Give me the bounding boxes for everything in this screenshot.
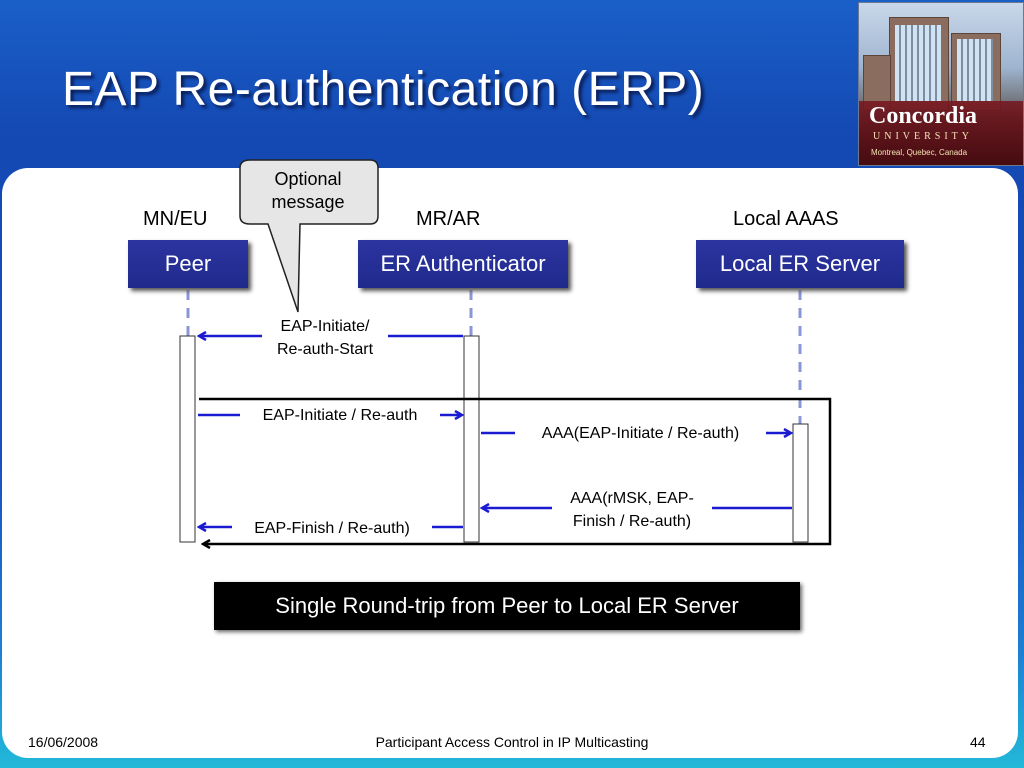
footer-date: 16/06/2008 — [28, 734, 99, 750]
message-initiate-reauth: EAP-Initiate / Re-auth — [240, 406, 440, 426]
message-finish: EAP-Finish / Re-auth) — [232, 519, 432, 539]
peer-activation — [179, 335, 196, 543]
message-aaa-rmsk-line1: AAA(rMSK, EAP- — [552, 489, 712, 509]
summary-banner: Single Round-trip from Peer to Local ER … — [214, 582, 800, 630]
authenticator-box: ER Authenticator — [358, 240, 568, 288]
footer-title: Participant Access Control in IP Multica… — [375, 734, 649, 750]
footer-page-number: 44 — [970, 734, 986, 750]
logo-name: Concordia — [869, 103, 977, 129]
slide-title: EAP Re-authentication (ERP) — [62, 63, 705, 116]
logo-city: Montreal, Quebec, Canada — [871, 148, 968, 157]
lane-label-peer: MN/EU — [143, 208, 208, 230]
peer-box: Peer — [128, 240, 248, 288]
server-box: Local ER Server — [696, 240, 904, 288]
message-initiate-start-line1: EAP-Initiate/ — [262, 317, 388, 337]
logo-subtitle: UNIVERSITY — [873, 131, 973, 142]
authenticator-activation — [463, 335, 480, 543]
round-trip-frame — [199, 397, 832, 544]
lane-label-authenticator: MR/AR — [416, 208, 481, 230]
lane-label-server: Local AAAS — [733, 208, 839, 230]
university-logo: Concordia UNIVERSITY Montreal, Quebec, C… — [858, 2, 1024, 166]
callout-text: Optional message — [271, 169, 345, 212]
message-initiate-start-line2: Re-auth-Start — [262, 340, 388, 360]
server-activation — [792, 423, 809, 543]
message-aaa-rmsk-line2: Finish / Re-auth) — [552, 512, 712, 532]
callout-bubble — [239, 159, 379, 313]
message-aaa-initiate: AAA(EAP-Initiate / Re-auth) — [515, 424, 766, 444]
